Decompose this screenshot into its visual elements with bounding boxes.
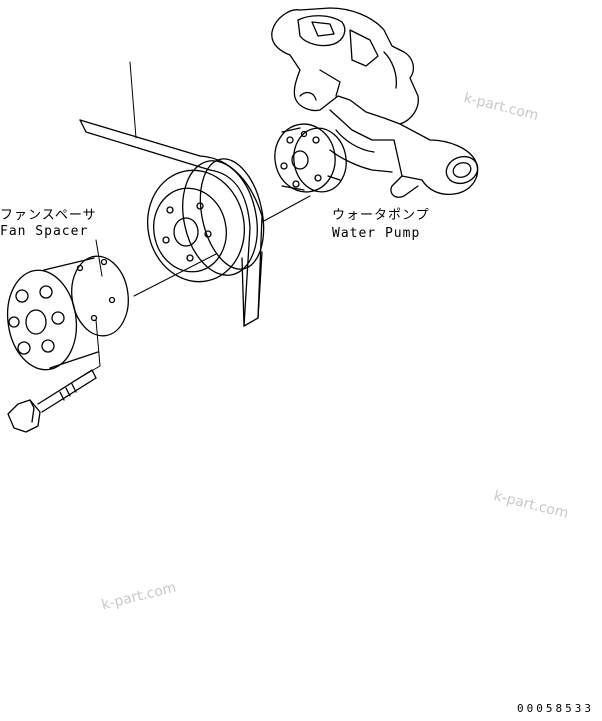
- fan-belt: [79, 119, 263, 327]
- fan-pulley: [146, 158, 265, 283]
- document-number: 00058533: [517, 702, 594, 715]
- water-pump: [271, 7, 479, 198]
- fan-spacer-label-jp: ファンスペーサ: [0, 208, 97, 223]
- fan-spacer: [6, 255, 129, 371]
- fan-spacer-label-en: Fan Spacer: [0, 224, 89, 239]
- bolt: [7, 369, 97, 433]
- water-pump-label-en: Water Pump: [332, 226, 421, 241]
- leader-lines: [75, 61, 311, 381]
- water-pump-label-jp: ウォータポンプ: [332, 208, 430, 223]
